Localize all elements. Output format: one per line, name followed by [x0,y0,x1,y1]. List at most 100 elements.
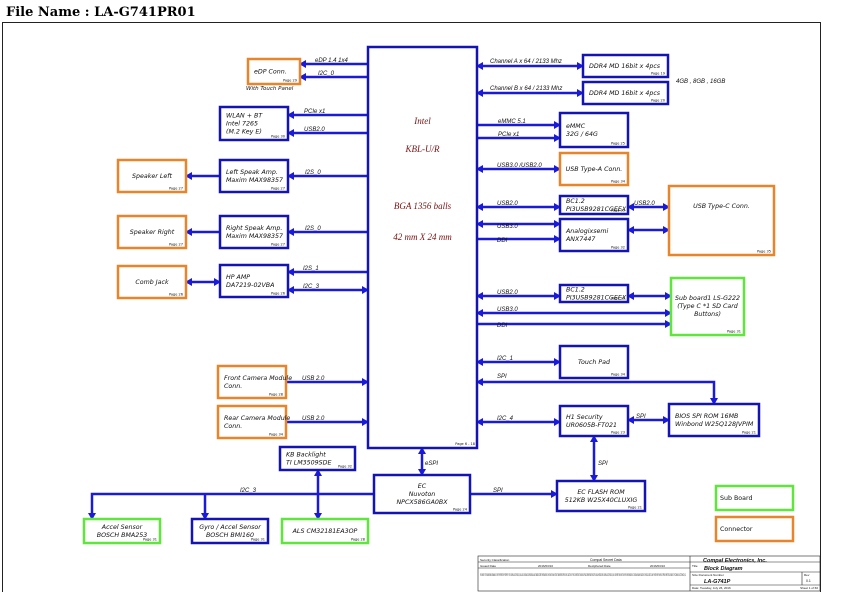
ec-controller-page-ref: Page 24 [453,508,468,512]
bus-label-i2c1: I2C_1 [497,356,513,362]
edp-connector-line-1: eDP Conn. [254,69,287,76]
speaker-right-line-1: Speaker Right [130,228,175,236]
frame-top [2,22,820,23]
frame-right [820,22,821,592]
bios-spi-rom-page-ref: Page 21 [742,431,756,435]
bus-label-usb20-pi1: USB2.0 [497,201,518,207]
bc12-charger-2-page-ref: Page 33 [611,297,625,301]
cpu-package: BGA 1356 balls [394,201,452,211]
rear-camera-connector-line-1: Rear Camera Module [224,415,290,422]
bus-label-usb30-anx: USB3.0 [497,224,518,230]
hp-amp-line-2: DA7219-02VBA [226,282,274,289]
left-speaker-amp-line-1: Left Speak Amp. [226,168,278,176]
tb-rev-label: Rev [804,573,810,577]
tb-issued: Issued Date [480,564,496,568]
speaker-left-line-1: Speaker Left [132,172,172,180]
ec-controller-line-2: Nuvoton [409,490,436,498]
ddr4-channel-a-page-ref: Page 19 [651,72,665,76]
front-camera-connector-line-2: Conn. [224,383,242,390]
ddr4-channel-a-line-1: DDR4 MD 16bit x 4pcs [589,62,661,70]
bc12-charger-1-line-1: BC1.2 [566,198,585,205]
als-sensor-page-ref: Page 28 [351,538,365,542]
ec-controller-line-1: EC [418,483,427,490]
kb-backlight-line-1: KB Backlight [286,451,326,459]
emmc-storage-line-2: 32G / 64G [566,131,598,138]
frame-left [2,22,3,592]
als-sensor-line-1: ALS CM32181EA3OP [292,528,358,535]
tb-decipher: Deciphered Date [588,564,611,568]
ec-flash-rom-page-ref: Page 21 [628,506,642,510]
tb-doc: LA-G741P [704,579,731,585]
wlan-bt-module-line-1: WLAN + BT [226,113,263,120]
accel-sensor-line-2: BOSCH BMA253 [97,532,148,539]
bus-label-edp: eDP 1.4 1x4 [315,58,348,64]
tb-title: Block Diagram [704,566,743,572]
bus-label-spi-ec: SPI [493,488,503,494]
legend-connector-label: Connector [720,526,753,533]
wlan-bt-module-line-3: (M.2 Key E) [226,129,262,136]
bus-label-emmc: eMMC 5.1 [498,119,526,125]
tb-sheet: Sheet 1 of 60 [800,586,818,590]
bus-spi-bios [476,378,718,405]
sub-board-1-page-ref: Page 31 [727,330,741,334]
speaker-right-page-ref: Page 27 [169,243,183,247]
bus-label-spi-bios: SPI [497,374,507,380]
rear-camera-connector-page-ref: Page 34 [269,433,284,437]
hp-amp-page-ref: Page 26 [271,292,285,296]
cpu-size: 42 mm X 24 mm [393,232,452,242]
bus-label-pcie-right: PCIe x1 [498,132,519,138]
bc12-charger-2-line-1: BC1.2 [566,287,585,294]
tb-title-label: Title [692,564,698,568]
usb-type-c-connector: USB Type-C Conn. Page 35 [667,184,776,257]
sub-board-1-line-3: Buttons) [694,310,721,318]
ddr4-channel-b-page-ref: Page 20 [651,99,665,103]
bus-label-i2c3-sensors: I2C_3 [240,488,257,494]
bus-label-i2s1: I2S_1 [303,266,319,272]
file-name-title: File Name : LA-G741PR01 [6,5,196,20]
bc12-charger-2-line-2: PI3USB9281CGEEX [566,295,627,302]
hp-amp-line-1: HP AMP [226,274,250,281]
bus-label-usb3-usb2: USB3.0 /USB2.0 [497,163,542,169]
comb-jack-page-ref: Page 26 [169,293,183,297]
anx7447-mux-page-ref: Page 32 [611,246,625,250]
tb-notice: THIS SHEET OF ENGINEERING DRAWING IS THE… [480,573,686,577]
sub-board-1-line-2: (Type C *1 SD Card [677,303,739,310]
usb-type-c-connector-line-1: USB Type-C Conn. [693,203,750,210]
legend-sub-board: Sub Board [714,484,795,512]
tb-date: Date: Tuesday, July 26, 2016 [692,586,731,590]
bus-label-i2s0-right: I2S_0 [305,226,321,232]
bus-label-channel-b: Channel B x 64 / 2133 Mhz [490,86,562,92]
rear-camera-connector-line-2: Conn. [224,423,242,430]
bus-label-channel-a: Channel A x 64 / 2133 Mhz [490,59,562,65]
ec-controller-line-3: NPCX586GA0BX [396,499,448,506]
bus-label-usb-rear-cam: USB 2.0 [302,416,325,422]
right-speaker-amp-page-ref: Page 27 [271,243,285,247]
comb-jack-line-1: Comb Jack [135,279,169,286]
cpu-vendor: Intel [413,116,431,126]
usb-type-c-connector-page-ref: Page 35 [757,250,771,254]
ec-flash-rom-line-2: 512KB W25X40CLUXIG [565,497,638,504]
edp-connector: eDP Conn.Page 29 [246,57,302,86]
als-sensor: ALS CM32181EA3OP Page 28 [280,517,370,545]
bus-label-i2c3-hpamp: I2C_3 [303,284,320,290]
bus-label-usb30-sub: USB3.0 [497,307,518,313]
emmc-storage-line-1: eMMC [566,123,586,130]
gyro-accel-sensor-line-2: BOSCH BMI160 [206,532,254,539]
